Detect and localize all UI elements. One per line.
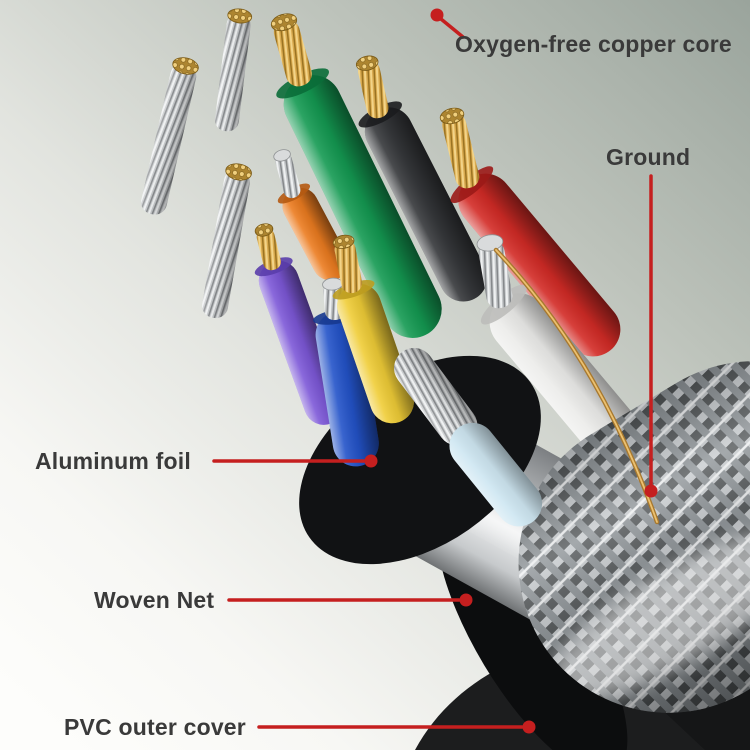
braided-shield-wire	[394, 347, 478, 446]
pointer-copper-core-line	[439, 17, 465, 39]
shield-wire-shading	[394, 347, 478, 446]
green-wire	[270, 13, 442, 338]
green-strand-body	[273, 19, 312, 87]
annotation-pointers	[212, 8, 658, 734]
pointer-pvc-cover	[257, 720, 536, 734]
orange-wire-shading	[282, 187, 349, 281]
black-strand-tip	[355, 55, 379, 71]
green-wire-strands	[270, 13, 312, 87]
white-strand-tip	[476, 234, 504, 252]
drain1-shading	[141, 63, 197, 215]
green-wire-shading	[283, 75, 442, 338]
drain1-tip	[172, 57, 199, 75]
ground-copper-strand-highlight	[495, 249, 658, 523]
woven-net-braid	[518, 361, 750, 713]
pointer-ground-dot	[644, 484, 658, 498]
red-wire-strands	[439, 107, 480, 189]
yellow-wire-shading	[337, 283, 415, 424]
black-wire-shading	[364, 107, 488, 302]
pointer-copper-core	[430, 8, 465, 39]
label-copper-core: Oxygen-free copper core	[455, 31, 732, 57]
red-strand-tip	[439, 107, 465, 125]
black-wire-strands	[355, 55, 389, 119]
braid-glare	[546, 529, 750, 703]
pointer-aluminum-foil-dot	[364, 454, 378, 468]
red-strand-body	[442, 113, 480, 189]
purple-wire	[254, 223, 344, 425]
purple-wire-shading	[258, 260, 344, 425]
red-wire	[439, 107, 621, 357]
bare-drain-wire-3	[214, 8, 253, 132]
red-wire-shading	[458, 173, 621, 357]
drain2-tip	[225, 163, 252, 181]
pointer-copper-core-dot	[430, 8, 444, 22]
pointer-ground	[644, 174, 658, 498]
purple-strand-body	[256, 228, 281, 271]
pointer-aluminum-foil	[212, 454, 378, 468]
black-wire	[355, 55, 488, 302]
label-woven-net: Woven Net	[94, 587, 215, 613]
bare-drain-wire-2	[202, 163, 252, 319]
cyan-wire	[449, 422, 543, 527]
yellow-strand-body	[334, 239, 363, 294]
black-strand-body	[358, 60, 389, 119]
pointer-woven-net	[227, 593, 473, 607]
orange-wire-strands	[273, 149, 301, 199]
yellow-wire-strands	[332, 234, 363, 294]
drain2-shading	[202, 169, 250, 319]
label-ground: Ground	[606, 144, 691, 170]
orange-strand-body	[275, 153, 301, 199]
drain3-shading	[214, 13, 251, 132]
yellow-wire	[332, 234, 415, 424]
pointer-woven-net-dot	[459, 593, 473, 607]
label-aluminum-foil: Aluminum foil	[35, 448, 191, 474]
bare-drain-wire-1	[141, 57, 199, 215]
label-pvc-cover: PVC outer cover	[64, 714, 246, 740]
purple-strand-tip	[254, 223, 274, 237]
green-strand-tip	[270, 13, 298, 32]
yellow-strand-tip	[332, 234, 355, 249]
orange-wire	[273, 149, 349, 281]
cyan-wire-shading	[449, 422, 543, 527]
orange-strand-tip	[273, 149, 291, 162]
drain3-tip	[227, 8, 253, 24]
purple-wire-strands	[254, 223, 281, 271]
pointer-pvc-cover-dot	[522, 720, 536, 734]
